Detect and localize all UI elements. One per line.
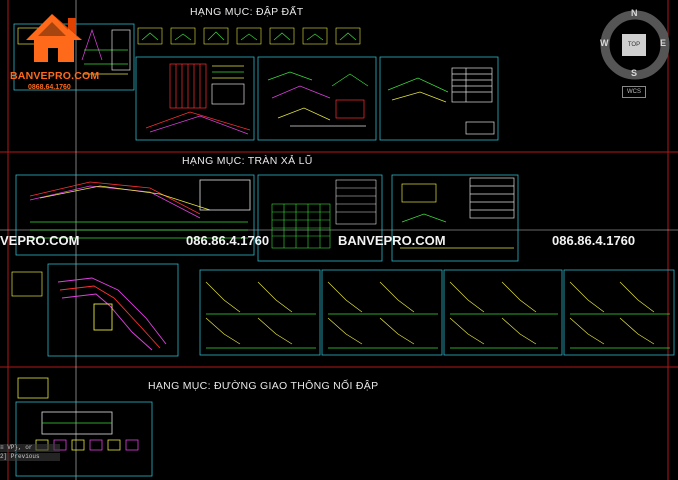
watermark-phone-right: 086.86.4.1760 — [552, 233, 636, 248]
tran-xa-lu-longitudinal-profile — [29, 179, 251, 239]
viewcube[interactable]: N S E W TOP — [598, 8, 672, 82]
watermark-site-left: VEPRO.COM — [0, 233, 80, 248]
watermark-site-center: BANVEPRO.COM — [338, 233, 446, 248]
section-tran-xa-lu-sheets — [15, 174, 519, 262]
watermark-phone-left: 086.86.4.1760 — [186, 233, 270, 248]
section-duong-giao-thong-sheets — [15, 377, 153, 477]
dap-dat-thumbnails — [137, 27, 361, 45]
section-title-dap-dat: HẠNG MỤC: ĐẬP ĐẤT — [190, 6, 304, 18]
tran-xa-lu-sections — [400, 177, 515, 249]
spillway-chute-plan — [57, 277, 167, 351]
banvepro-logo: BANVEPRO.COM 0868.64.1760 — [6, 10, 102, 96]
dap-dat-thumbnail-content — [141, 31, 357, 41]
section-title-tran-xa-lu: HẠNG MỤC: TRÀN XẢ LŨ — [182, 155, 313, 167]
logo-brand-text: BANVEPRO.COM — [10, 70, 100, 82]
dap-dat-sheet3-detail — [267, 71, 369, 127]
command-history-line: ≡ VP}, or — [0, 444, 60, 452]
command-history-line: 2] Previous — [0, 453, 60, 461]
command-line-history[interactable]: ≡ VP}, or 2] Previous — [0, 444, 60, 470]
viewcube-compass-ring-icon[interactable] — [598, 8, 672, 82]
viewcube-west[interactable]: W — [600, 38, 609, 48]
viewcube-east[interactable]: E — [660, 38, 667, 48]
house-logo-icon — [26, 14, 82, 62]
small-legend-box — [11, 271, 43, 297]
viewcube-south[interactable]: S — [631, 68, 638, 78]
section-title-duong-giao-thong: HẠNG MỤC: ĐƯỜNG GIAO THÔNG NỐI ĐẬP — [148, 380, 379, 392]
section-tran-xa-lu-lower-sheets — [47, 263, 675, 357]
viewcube-top-face[interactable]: TOP — [622, 34, 646, 56]
wcs-menu-button[interactable]: WCS — [622, 86, 646, 98]
logo-phone-text: 0868.64.1760 — [28, 84, 71, 91]
cross-section-profiles — [205, 281, 670, 349]
viewcube-north[interactable]: N — [631, 8, 638, 18]
dap-dat-sheet2-detail — [145, 63, 251, 135]
section-dap-dat-sheets — [13, 23, 499, 141]
tran-xa-lu-plan-grid — [271, 179, 377, 249]
dap-dat-sheet4-detail — [387, 67, 495, 135]
dap-dat-sheet1-detail — [17, 27, 131, 75]
